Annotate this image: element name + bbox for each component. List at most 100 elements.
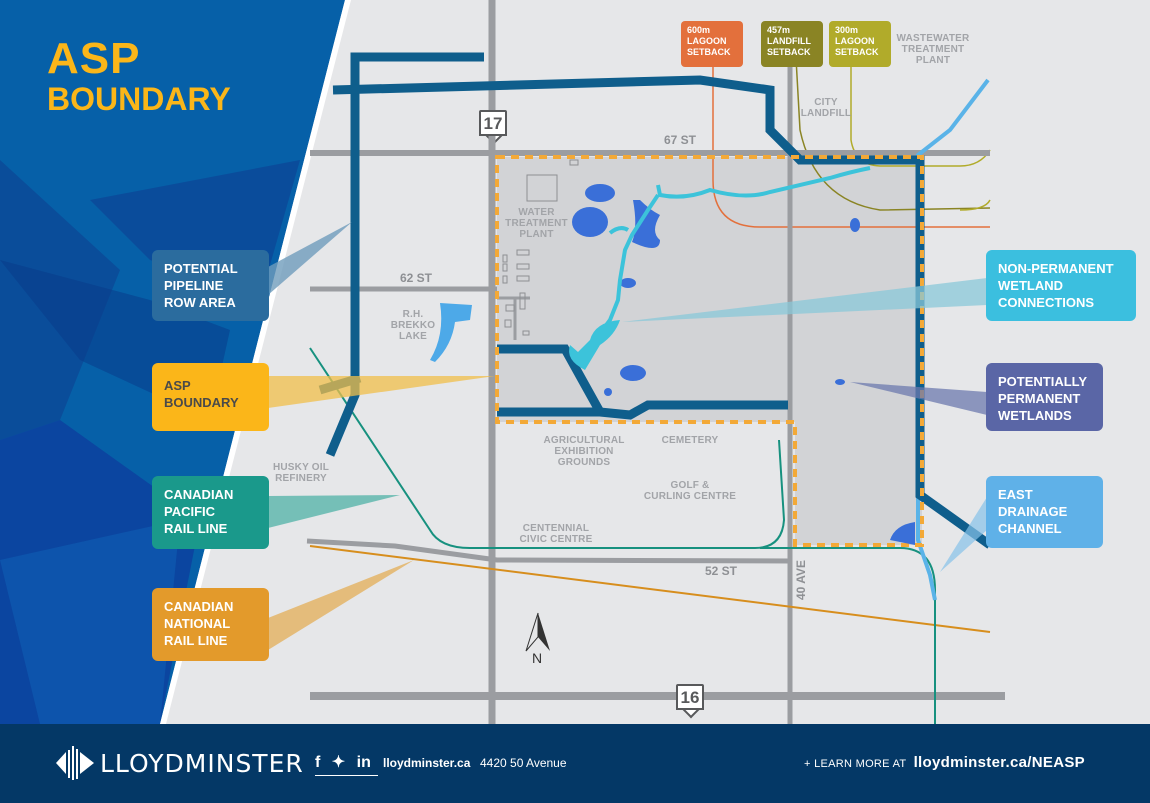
label-line: CIVIC CENTRE (519, 534, 593, 545)
road-67-st: 67 ST (664, 133, 697, 147)
address: 4420 50 Avenue (480, 756, 567, 770)
setback-line: 600m (687, 25, 711, 35)
callout-line: NON-PERMANENT (998, 261, 1114, 276)
label-line: BREKKO (390, 320, 436, 331)
callout-line: CONNECTIONS (998, 295, 1095, 310)
road-40-ave: 40 AVE (794, 559, 808, 600)
label-line: WASTEWATER (896, 33, 970, 44)
label-husky-refinery: HUSKY OIL REFINERY (266, 462, 336, 484)
callout-pointers (268, 222, 987, 650)
callout-cn-rail: CANADIAN NATIONAL RAIL LINE (152, 588, 269, 661)
setback-line: LAGOON (835, 36, 875, 46)
label-line: PLANT (915, 55, 951, 66)
label-line: GROUNDS (557, 457, 611, 468)
highway-17-shield: 17 (479, 110, 507, 136)
lagoon-600m-setback-line (712, 40, 990, 228)
callout-cp-rail: CANADIAN PACIFIC RAIL LINE (152, 476, 269, 549)
learn-more-link[interactable]: lloydminster.ca/NEASP (913, 754, 1085, 771)
buildings (502, 159, 579, 336)
label-line: REFINERY (275, 473, 327, 484)
callout-line: WETLAND (998, 278, 1063, 293)
title-line-1: ASP (47, 34, 141, 83)
callout-line: ROW AREA (164, 295, 236, 310)
label-agricultural-grounds: AGRICULTURAL EXHIBITION GROUNDS (540, 435, 628, 468)
label-line: HUSKY OIL (272, 462, 330, 473)
label-line: R.H. (402, 309, 424, 320)
callout-line: POTENTIAL (164, 261, 238, 276)
callout-line: CHANNEL (998, 521, 1062, 536)
callout-line: NATIONAL (164, 616, 231, 631)
label-line: CITY (814, 97, 838, 108)
label-line: GOLF & (670, 480, 710, 491)
social-links: f ✦ in (315, 752, 378, 776)
callout-asp-boundary: ASP BOUNDARY (152, 363, 269, 431)
callout-line: BOUNDARY (164, 395, 239, 410)
permanent-wetlands (572, 184, 915, 545)
label-water-treatment: WATER TREATMENT PLANT (499, 207, 574, 240)
setback-line: 300m (835, 25, 859, 35)
setback-line: SETBACK (687, 47, 731, 57)
facebook-icon[interactable]: f (315, 754, 321, 771)
label-city-landfill: CITY LANDFILL (796, 97, 856, 119)
callout-line: CANADIAN (164, 599, 234, 614)
compass-north-label: N (532, 650, 543, 666)
landfill-457m-setback-line (794, 39, 991, 211)
label-golf-curling: GOLF & CURLING CENTRE (640, 480, 740, 502)
brekko-lake (430, 303, 472, 362)
label-line: PLANT (519, 229, 554, 240)
lloydminster-logo-icon (56, 746, 94, 780)
setback-line: 457m (767, 25, 791, 35)
asp-area (497, 157, 922, 545)
title-line-2: BOUNDARY (47, 81, 231, 117)
callout-pipeline-row: POTENTIAL PIPELINE ROW AREA (152, 250, 269, 321)
callout-line: CANADIAN (164, 487, 234, 502)
label-line: CENTENNIAL (522, 523, 590, 534)
label-line: EXHIBITION (554, 446, 614, 457)
cn-rail-line (309, 545, 991, 633)
callout-line: RAIL LINE (164, 633, 228, 648)
wetland-connection-area (569, 320, 620, 370)
label-cemetery: CEMETERY (655, 435, 725, 446)
callout-line: WETLANDS (998, 408, 1072, 423)
road-52-st: 52 ST (705, 564, 738, 578)
learn-more: + LEARN MORE AT lloydminster.ca/NEASP (804, 754, 1085, 771)
label-line: LANDFILL (800, 108, 852, 119)
label-wastewater-plant: WASTEWATER TREATMENT PLANT (893, 33, 973, 66)
label-line: TREATMENT (901, 44, 965, 55)
label-line: TREATMENT (505, 218, 568, 229)
callout-line: ASP (164, 378, 191, 393)
callout-permanent-wetlands: POTENTIALLY PERMANENT WETLANDS (986, 363, 1103, 431)
label-line: WATER (518, 207, 555, 218)
road-62-st: 62 ST (400, 271, 433, 285)
label-civic-centre: CENTENNIAL CIVIC CENTRE (517, 523, 595, 545)
linkedin-icon[interactable]: in (356, 754, 371, 771)
footer: LLOYDMINSTER f ✦ in lloydminster.ca 4420… (0, 724, 1150, 803)
setback-line: LANDFILL (767, 36, 811, 46)
label-brekko-lake: R.H. BREKKO LAKE (383, 309, 443, 342)
highway-16-shield: 16 (676, 684, 704, 710)
setback-300m-lagoon: 300m LAGOON SETBACK (829, 21, 891, 67)
callout-line: PACIFIC (164, 504, 216, 519)
label-line: CURLING CENTRE (643, 491, 737, 502)
setback-600m-lagoon: 600m LAGOON SETBACK (681, 21, 743, 67)
label-line: AGRICULTURAL (543, 435, 625, 446)
label-line: LAKE (398, 331, 428, 342)
learn-more-prefix: + LEARN MORE AT (804, 758, 907, 770)
setback-line: LAGOON (687, 36, 727, 46)
website-link[interactable]: lloydminster.ca (383, 756, 471, 770)
asp-boundary-line (495, 155, 924, 547)
logo-text: LLOYDMINSTER (100, 748, 304, 778)
north-arrow-icon (525, 612, 550, 652)
twitter-icon[interactable]: ✦ (331, 754, 346, 771)
setback-line: SETBACK (835, 47, 879, 57)
callout-line: PERMANENT (998, 391, 1081, 406)
callout-east-drainage: EAST DRAINAGE CHANNEL (986, 476, 1103, 548)
setback-457m-landfill: 457m LANDFILL SETBACK (761, 21, 823, 67)
callout-line: POTENTIALLY (998, 374, 1088, 389)
callout-line: RAIL LINE (164, 521, 228, 536)
lloydminster-logo[interactable]: LLOYDMINSTER (56, 746, 304, 780)
label-line: CEMETERY (661, 435, 719, 446)
callout-line: EAST (998, 487, 1033, 502)
page-title: ASP BOUNDARY (47, 34, 231, 117)
callout-line: DRAINAGE (998, 504, 1068, 519)
